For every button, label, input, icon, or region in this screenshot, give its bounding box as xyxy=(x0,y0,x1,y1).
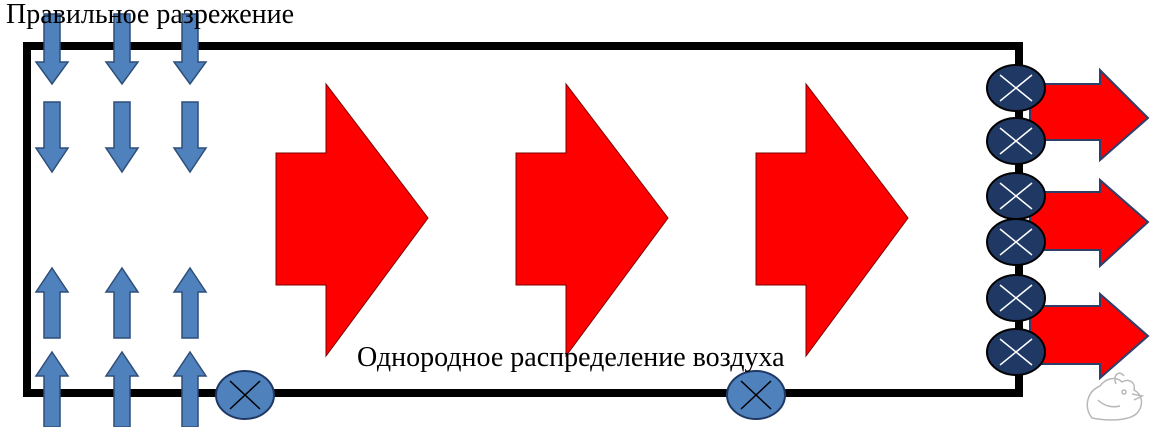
inlet-arrow-icon xyxy=(34,350,70,427)
diagram-caption: Однородное распределение воздуха xyxy=(357,342,785,373)
chicken-logo-icon xyxy=(1086,372,1145,421)
fan-icon xyxy=(986,117,1046,165)
inlet-arrow-icon xyxy=(34,266,70,339)
bottom-fans xyxy=(215,370,786,420)
flow-arrows xyxy=(275,82,909,358)
fan-icon xyxy=(986,64,1046,112)
inlet-arrow-icon xyxy=(34,101,70,174)
inlet-arrows-top xyxy=(34,13,208,174)
inlet-arrow-icon xyxy=(104,350,140,427)
fan-icon xyxy=(986,172,1046,220)
inlet-arrow-icon xyxy=(172,13,208,86)
fan-icon xyxy=(726,370,786,420)
flow-arrow-icon xyxy=(755,82,909,358)
inlet-arrows-bottom xyxy=(34,266,208,427)
fan-icon xyxy=(215,370,275,420)
inlet-arrow-icon xyxy=(104,266,140,339)
inlet-arrow-icon xyxy=(34,13,70,86)
inlet-arrow-icon xyxy=(104,101,140,174)
flow-arrow-icon xyxy=(515,82,669,358)
flow-arrow-icon xyxy=(275,82,429,358)
exhaust-arrows xyxy=(1029,67,1150,381)
side-fans xyxy=(986,64,1046,376)
inlet-arrow-icon xyxy=(172,350,208,427)
fan-icon xyxy=(986,218,1046,266)
fan-icon xyxy=(986,274,1046,322)
exhaust-arrow-icon xyxy=(1029,177,1150,269)
inlet-arrow-icon xyxy=(104,13,140,86)
exhaust-arrow-icon xyxy=(1029,67,1150,163)
exhaust-arrow-icon xyxy=(1029,291,1150,381)
diagram-title: Правильное разрежение xyxy=(6,0,295,30)
inlet-arrow-icon xyxy=(172,266,208,339)
inlet-arrow-icon xyxy=(172,101,208,174)
fan-icon xyxy=(986,328,1046,376)
